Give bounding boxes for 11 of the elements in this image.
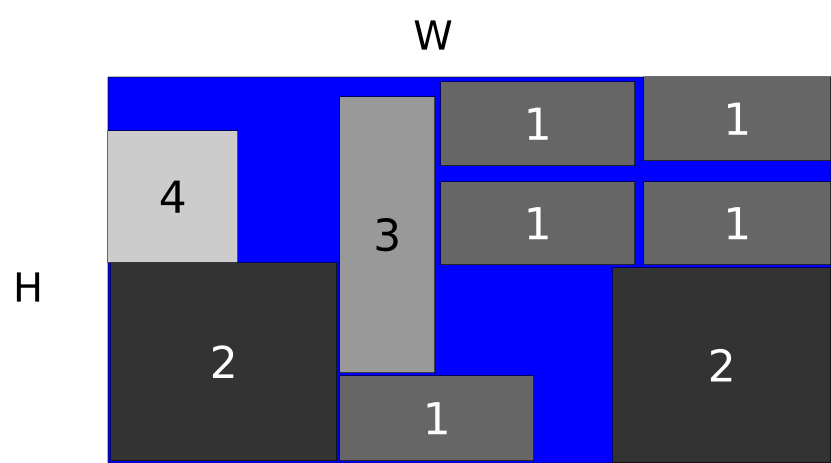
item-box: 2: [110, 262, 337, 461]
item-box: 2: [612, 267, 831, 463]
item-box: 1: [440, 181, 635, 265]
item-box: 4: [107, 130, 238, 263]
item-box: 1: [643, 181, 831, 265]
dimension-label: H: [16, 272, 40, 302]
item-box: 3: [339, 96, 435, 373]
item-box: 1: [440, 81, 635, 166]
item-box: 1: [643, 76, 831, 161]
dimension-label: W: [414, 20, 452, 50]
item-box: 1: [339, 375, 534, 461]
